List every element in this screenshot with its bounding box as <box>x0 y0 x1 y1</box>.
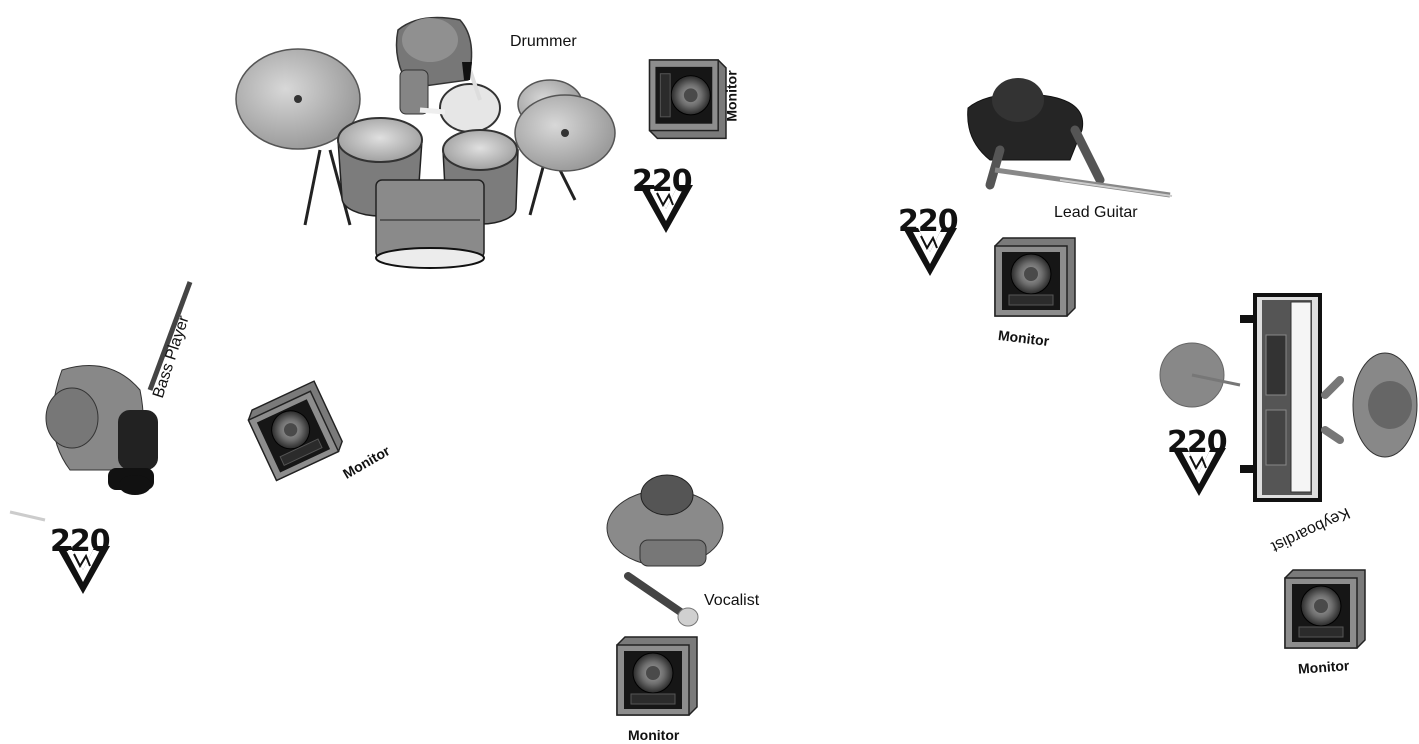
power-label: 220 <box>1167 428 1227 458</box>
lead-guitar-figure <box>968 78 1172 196</box>
lead-guitar-label: Lead Guitar <box>1054 204 1138 222</box>
snare-drum <box>440 84 500 132</box>
drum-kit <box>236 18 615 268</box>
monitor-speaker-icon <box>1285 570 1365 648</box>
vocalist-label: Vocalist <box>704 592 759 610</box>
monitor-label: Monitor <box>724 70 740 121</box>
monitor-speaker-icon <box>617 637 697 715</box>
tom-drum <box>338 118 422 162</box>
keyboardist-figure <box>1160 295 1417 500</box>
power-label: 220 <box>898 207 958 237</box>
microphone-icon <box>678 608 698 626</box>
drummer-label: Drummer <box>510 33 577 51</box>
monitor-speaker-icon <box>245 381 345 480</box>
monitor-speaker-icon <box>650 60 726 138</box>
monitor-speaker-icon <box>995 238 1075 316</box>
monitor-label: Monitor <box>628 727 679 743</box>
floor-tom <box>443 130 517 170</box>
power-label: 220 <box>632 167 692 197</box>
power-label: 220 <box>50 527 110 557</box>
bass-player-figure <box>10 282 190 520</box>
